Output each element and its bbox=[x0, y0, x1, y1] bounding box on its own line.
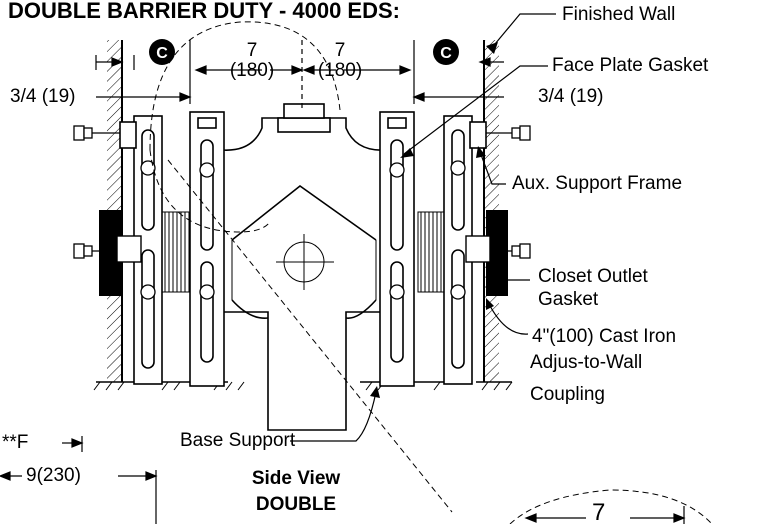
left-coupling-ribs bbox=[159, 211, 191, 293]
face-plate-gasket-label: Face Plate Gasket bbox=[552, 55, 709, 76]
bottom-f-dimension: **F bbox=[2, 432, 29, 453]
leader-arrowheads bbox=[370, 42, 506, 398]
view-name-label: Side View bbox=[251, 468, 341, 489]
outlet-centerline bbox=[276, 234, 334, 290]
title-text: DOUBLE BARRIER DUTY - 4000 EDS: bbox=[8, 0, 400, 23]
c-marker-left-label: C bbox=[156, 45, 168, 62]
bottom-width-dimension: 9(230) bbox=[26, 465, 81, 486]
left-face-plate bbox=[189, 111, 225, 387]
left-gasket bbox=[99, 210, 142, 296]
view-type-label: DOUBLE bbox=[255, 494, 337, 515]
coupling-label-2: Adjus-to-Wall bbox=[530, 352, 643, 373]
base-support-label: Base Support bbox=[180, 430, 296, 451]
floor-line bbox=[93, 381, 513, 391]
right-bolts bbox=[389, 125, 531, 300]
right-gasket bbox=[465, 210, 508, 296]
c-marker-right-label: C bbox=[440, 45, 452, 62]
coupling-label-1: 4"(100) Cast Iron bbox=[532, 326, 677, 347]
coupling-label-3: Coupling bbox=[530, 384, 605, 405]
left-offset-inches: 7 bbox=[246, 40, 258, 61]
left-wall-gap-dimension: 3/4 (19) bbox=[10, 86, 76, 107]
right-offset-mm: (180) bbox=[317, 60, 363, 81]
finished-wall-label: Finished Wall bbox=[562, 4, 676, 25]
left-offset-mm: (180) bbox=[229, 60, 275, 81]
detail-dimension-value: 7 bbox=[592, 499, 606, 526]
right-wall-gap-dimension: 3/4 (19) bbox=[538, 86, 604, 107]
left-bolts bbox=[73, 125, 215, 300]
closet-outlet-gasket-label-2: Gasket bbox=[538, 289, 599, 310]
right-coupling-ribs bbox=[417, 211, 449, 293]
dimension-lines bbox=[0, 40, 686, 524]
right-offset-inches: 7 bbox=[334, 40, 346, 61]
aux-support-frame-label: Aux. Support Frame bbox=[512, 173, 683, 194]
c-marker-left: C bbox=[149, 39, 175, 65]
detail-callout-circle bbox=[149, 21, 713, 524]
closet-outlet-gasket-label-1: Closet Outlet bbox=[538, 266, 648, 287]
c-marker-right: C bbox=[433, 39, 459, 65]
